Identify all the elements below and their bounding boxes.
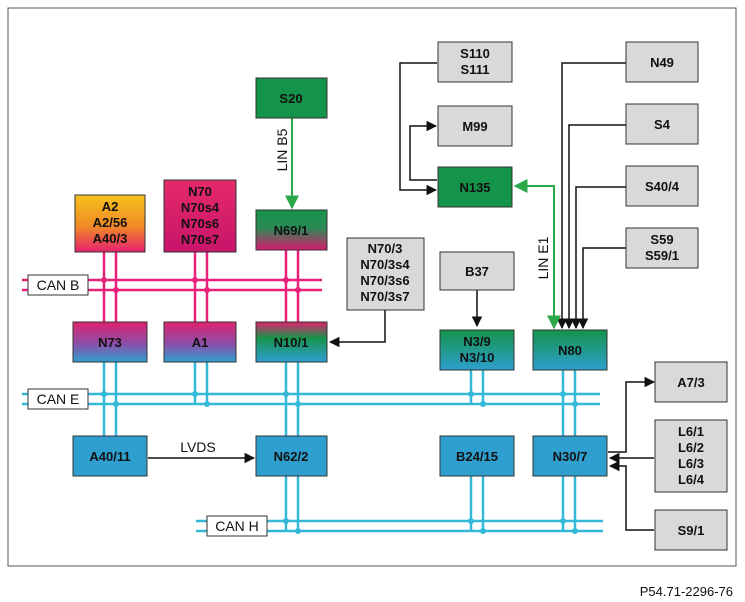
module-a2: A2 A2/56 A40/3	[74, 194, 146, 253]
module-label: N49	[650, 55, 674, 70]
module-a1: A1	[163, 321, 237, 363]
module-label: A1	[192, 335, 209, 350]
module-s9-1: S9/1	[654, 509, 728, 551]
svg-text:CAN E: CAN E	[37, 391, 80, 407]
module-s20: S20	[255, 77, 328, 119]
module-n70: N70 N70s4 N70s6 N70s7	[163, 179, 237, 253]
module-label: A7/3	[677, 375, 704, 390]
module-n30-7: N30/7	[532, 435, 608, 477]
module-m99: M99	[437, 105, 513, 147]
module-n49: N49	[625, 41, 699, 83]
module-n70-3: N70/3 N70/3s4 N70/3s6 N70/3s7	[346, 237, 425, 311]
module-n69-1: N69/1	[255, 209, 328, 251]
module-label: A2/56	[93, 215, 128, 230]
module-label: M99	[462, 119, 487, 134]
module-label: B24/15	[456, 449, 498, 464]
module-a40-11: A40/11	[72, 435, 148, 477]
module-label: S4	[654, 117, 671, 132]
module-label: A40/3	[93, 231, 128, 246]
module-label: L6/4	[678, 472, 705, 487]
lin-connectors	[285, 118, 561, 330]
module-label: N70/3s4	[360, 257, 410, 272]
module-label: N3/9	[463, 334, 490, 349]
module-label: A2	[102, 199, 119, 214]
module-label: N70s6	[181, 216, 219, 231]
module-label: B37	[465, 264, 489, 279]
module-s110: S110 S111	[437, 41, 513, 83]
module-n73: N73	[72, 321, 148, 363]
can-b-junctions	[101, 277, 301, 293]
module-l6: L6/1 L6/2 L6/3 L6/4	[654, 419, 728, 493]
module-s4: S4	[625, 103, 699, 145]
module-label: N30/7	[553, 449, 588, 464]
module-b24-15: B24/15	[439, 435, 515, 477]
module-label: L6/1	[678, 424, 704, 439]
module-label: S9/1	[678, 523, 705, 538]
module-n10-1: N10/1	[255, 321, 328, 363]
module-n80: N80	[532, 329, 608, 371]
module-label: N70s4	[181, 200, 220, 215]
module-label: N70	[188, 184, 212, 199]
can-b-label: CAN B	[27, 274, 89, 296]
module-n62-2: N62/2	[255, 435, 328, 477]
lin-e1-label: LIN E1	[535, 236, 551, 279]
module-label: N62/2	[274, 449, 309, 464]
module-label: S59	[650, 232, 673, 247]
module-label: N3/10	[460, 350, 495, 365]
module-s40-4: S40/4	[625, 165, 699, 207]
figure-reference: P54.71-2296-76	[640, 584, 733, 599]
module-n3-9: N3/9 N3/10	[439, 329, 515, 371]
svg-text:CAN B: CAN B	[37, 277, 80, 293]
module-n135: N135	[437, 166, 513, 208]
module-label: N135	[459, 180, 490, 195]
module-s59: S59 S59/1	[625, 227, 699, 269]
module-label: N70s7	[181, 232, 219, 247]
module-label: N73	[98, 335, 122, 350]
lin-b5-label: LIN B5	[274, 128, 290, 171]
module-label: N80	[558, 343, 582, 358]
black-connectors	[148, 62, 656, 531]
module-label: N70/3	[368, 241, 403, 256]
module-label: S20	[279, 91, 302, 106]
module-label: N10/1	[274, 335, 309, 350]
svg-text:CAN H: CAN H	[215, 518, 259, 534]
module-label: N70/3s7	[360, 289, 409, 304]
can-e-label: CAN E	[27, 388, 89, 410]
module-label: L6/3	[678, 456, 704, 471]
module-label: S111	[461, 62, 490, 77]
can-h-label: CAN H	[206, 515, 268, 537]
module-label: S40/4	[645, 179, 680, 194]
can-h-junctions	[283, 518, 578, 534]
module-b37: B37	[439, 251, 515, 291]
module-label: S59/1	[645, 248, 679, 263]
module-label: L6/2	[678, 440, 704, 455]
module-label: N70/3s6	[360, 273, 409, 288]
can-e-junctions	[101, 391, 578, 407]
module-label: S110	[460, 46, 490, 61]
module-label: A40/11	[89, 449, 130, 464]
lvds-label: LVDS	[180, 439, 216, 455]
module-a7-3: A7/3	[654, 361, 728, 403]
module-label: N69/1	[274, 223, 309, 238]
